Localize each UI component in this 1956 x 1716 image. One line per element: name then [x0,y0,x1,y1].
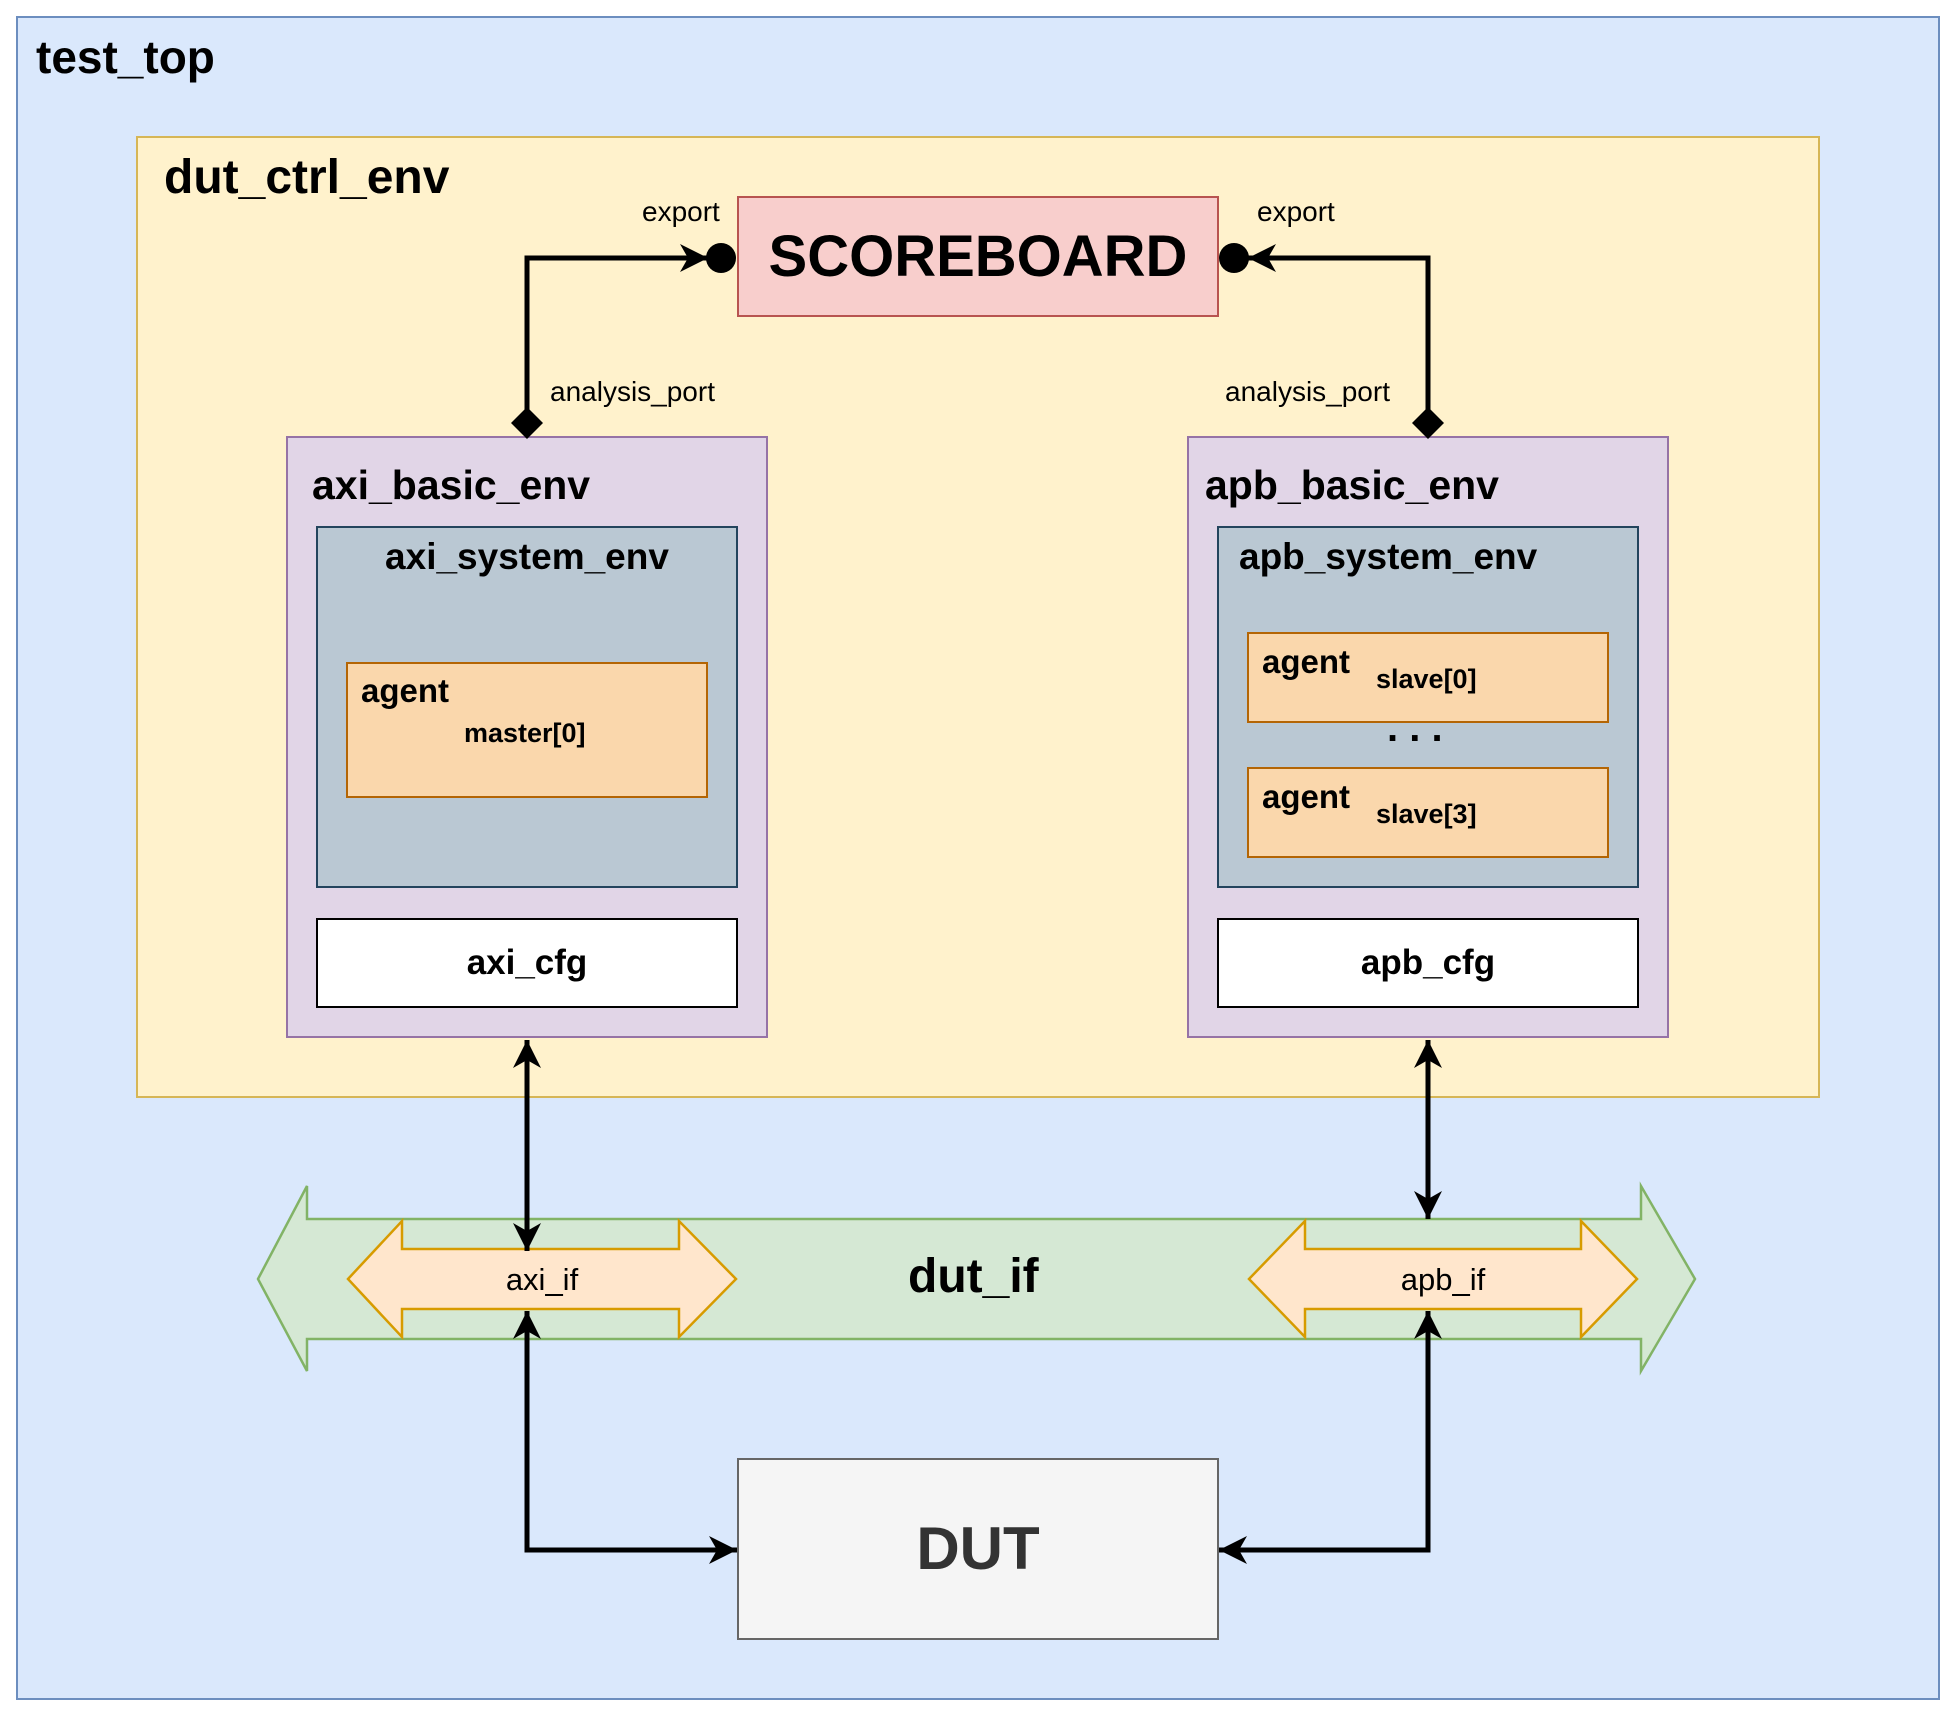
axi-if-arrow[interactable] [346,1217,738,1341]
axi-if-dut-connector [524,1311,737,1553]
apb-cfg-block[interactable] [1217,918,1639,1008]
export-label-right: export [1257,196,1335,227]
apb-agent-slave-3[interactable] [1247,767,1609,858]
apb-basic-env-label: apb_basic_env [1205,462,1499,508]
export-dot-left [706,243,736,273]
apb-analysis-port-label: analysis_port [1225,376,1390,407]
apb-analysis-connector [1248,255,1431,423]
dut-if-bus-arrow[interactable] [256,1181,1697,1376]
apb-agents-ellipsis: . . . [1387,706,1443,750]
export-label-left: export [642,196,720,227]
axi-agent-master-0[interactable] [346,662,708,798]
apb-if-label: apb_if [1400,1262,1486,1297]
dut-ctrl-env-label: dut_ctrl_env [164,151,450,204]
apb-cfg-label: apb_cfg [1360,943,1496,982]
apb-analysis-port-diamond [1412,407,1444,439]
axi-agent-sub-label: master[0] [464,718,586,748]
apb-agent-slave-0[interactable] [1247,632,1609,723]
axi-cfg-label: axi_cfg [466,943,588,982]
export-dot-right [1219,243,1249,273]
axi-basic-env-label: axi_basic_env [312,462,591,508]
scoreboard-block[interactable] [737,196,1219,317]
axi-analysis-port-label: analysis_port [550,376,715,407]
apb-system-env-label: apb_system_env [1239,536,1538,577]
axi-analysis-connector [524,255,708,423]
axi-cfg-block[interactable] [316,918,738,1008]
apb-if-arrow[interactable] [1247,1217,1639,1341]
apb-agent-3-sub-label: slave[3] [1376,799,1477,829]
axi-system-env-label: axi_system_env [385,536,669,577]
apb-if-dut-connector [1219,1311,1431,1553]
dut-if-label: dut_if [908,1250,1039,1303]
scoreboard-label: SCOREBOARD [768,224,1188,289]
axi-analysis-port-diamond [511,407,543,439]
axi-if-label: axi_if [505,1262,579,1297]
dut-block[interactable] [737,1458,1219,1640]
axi-agent-label: agent [361,672,450,709]
apb-agent-0-sub-label: slave[0] [1376,664,1477,694]
apb-agent-3-label: agent [1262,778,1351,815]
test-top-label: test_top [36,31,215,83]
dut-label: DUT [916,1515,1040,1582]
apb-agent-0-label: agent [1262,643,1351,680]
